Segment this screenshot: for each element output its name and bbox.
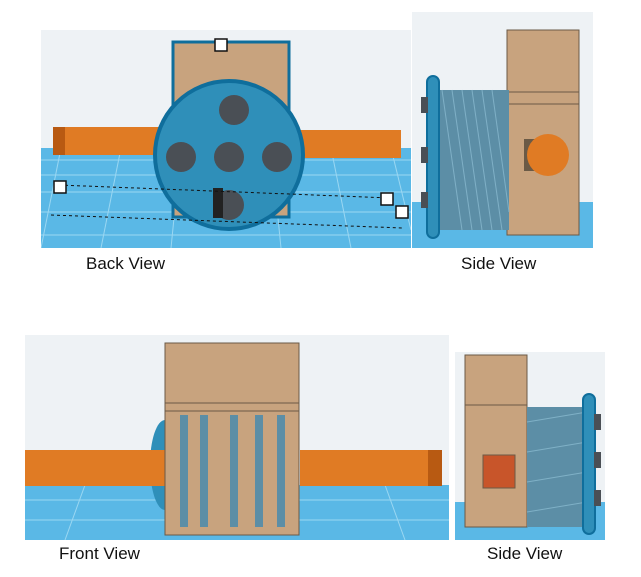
- side-view-bottom-caption: Side View: [487, 544, 563, 563]
- front-view-image: [25, 335, 449, 540]
- side-view-top-caption: Side View: [461, 254, 537, 273]
- side-view-bottom-render: [455, 352, 605, 540]
- front-view-render: [25, 335, 449, 540]
- front-view-caption: Front View: [59, 544, 140, 563]
- back-view-image: [41, 30, 411, 248]
- side-view-top-render: [412, 12, 593, 248]
- side-view-bottom-image: [455, 352, 605, 540]
- back-view-render: [41, 30, 411, 248]
- back-view-caption: Back View: [86, 254, 166, 273]
- side-view-top-image: [412, 12, 593, 248]
